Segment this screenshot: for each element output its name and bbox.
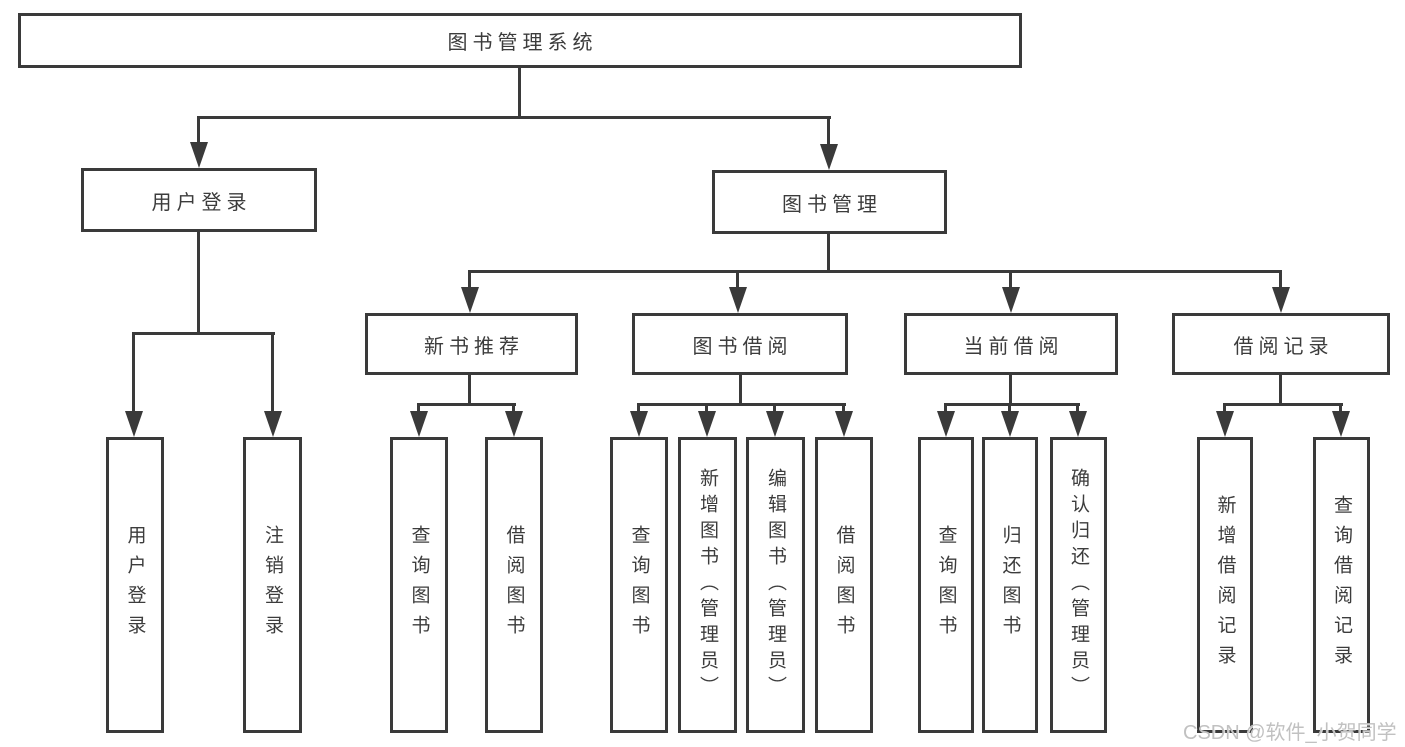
connector-line xyxy=(1339,403,1342,413)
connector-line xyxy=(1223,403,1226,413)
node-label: 查询借阅记录 xyxy=(1331,495,1352,675)
connector-line xyxy=(1008,403,1011,413)
leaf-borrow-books-recommend: 借阅图书 xyxy=(485,437,543,733)
node-label: 用户登录 xyxy=(151,191,252,214)
connector-line xyxy=(1279,375,1282,406)
node-label: 借阅图书 xyxy=(503,525,525,645)
connector-line xyxy=(271,332,274,413)
leaf-query-borrow-record: 查询借阅记录 xyxy=(1313,437,1370,733)
connector-line xyxy=(637,403,846,406)
node-new-book-recommendation: 新书推荐 xyxy=(365,313,578,375)
connector-line xyxy=(132,332,135,413)
connector-arrowhead xyxy=(190,142,208,168)
connector-line xyxy=(944,403,947,413)
connector-arrowhead xyxy=(820,144,838,170)
connector-arrowhead xyxy=(1332,411,1350,437)
node-label: 查询图书 xyxy=(628,525,650,645)
connector-line xyxy=(736,270,739,289)
connector-arrowhead xyxy=(630,411,648,437)
node-label: 借阅记录 xyxy=(1233,335,1334,358)
leaf-add-books-admin: 新增图书（管理员） xyxy=(678,437,737,733)
node-label: 归还图书 xyxy=(999,525,1021,645)
node-label: 借阅图书 xyxy=(833,525,855,645)
node-user-login: 用户登录 xyxy=(81,168,317,232)
leaf-borrow-books-borrowing: 借阅图书 xyxy=(815,437,873,733)
connector-arrowhead xyxy=(1216,411,1234,437)
leaf-query-books-borrowing: 查询图书 xyxy=(610,437,668,733)
node-library-management-system: 图书管理系统 xyxy=(18,13,1022,68)
node-book-borrowing: 图书借阅 xyxy=(632,313,848,375)
connector-line xyxy=(132,332,275,335)
connector-line xyxy=(468,270,471,289)
connector-line xyxy=(518,68,521,119)
connector-line xyxy=(842,403,845,413)
node-label: 查询图书 xyxy=(935,525,957,645)
connector-arrowhead xyxy=(1069,411,1087,437)
node-current-borrowing: 当前借阅 xyxy=(904,313,1118,375)
connector-line xyxy=(1223,403,1343,406)
connector-line xyxy=(773,403,776,413)
node-label: 图书管理系统 xyxy=(447,32,598,54)
leaf-query-books-current: 查询图书 xyxy=(918,437,974,733)
connector-line xyxy=(197,116,200,145)
connector-line xyxy=(197,116,831,119)
node-label: 图书借阅 xyxy=(692,335,793,358)
connector-line xyxy=(1009,270,1012,289)
connector-arrowhead xyxy=(125,411,143,437)
node-label: 确认归还（管理员） xyxy=(1068,468,1089,702)
connector-arrowhead xyxy=(461,287,479,313)
connector-line xyxy=(512,403,515,413)
leaf-user-login: 用户登录 xyxy=(106,437,164,733)
connector-arrowhead xyxy=(698,411,716,437)
connector-line xyxy=(827,116,830,147)
node-label: 新增图书（管理员） xyxy=(697,468,718,702)
connector-arrowhead xyxy=(410,411,428,437)
connector-arrowhead xyxy=(766,411,784,437)
node-book-management: 图书管理 xyxy=(712,170,947,234)
node-label: 图书管理 xyxy=(782,193,882,216)
connector-arrowhead xyxy=(264,411,282,437)
leaf-confirm-return-admin: 确认归还（管理员） xyxy=(1050,437,1107,733)
connector-arrowhead xyxy=(937,411,955,437)
connector-line xyxy=(705,403,708,413)
connector-arrowhead xyxy=(1001,411,1019,437)
node-label: 用户登录 xyxy=(124,525,146,645)
connector-line xyxy=(944,403,1080,406)
connector-line xyxy=(1279,270,1282,289)
connector-line xyxy=(1009,375,1012,406)
connector-arrowhead xyxy=(729,287,747,313)
leaf-logout: 注销登录 xyxy=(243,437,302,733)
node-label: 编辑图书（管理员） xyxy=(765,468,786,702)
leaf-return-books: 归还图书 xyxy=(982,437,1038,733)
connector-line xyxy=(468,270,1282,273)
node-label: 新增借阅记录 xyxy=(1214,495,1236,675)
watermark: CSDN @软件_小贺同学 xyxy=(1183,722,1397,744)
node-label: 当前借阅 xyxy=(963,335,1064,358)
connector-line xyxy=(417,403,516,406)
connector-arrowhead xyxy=(835,411,853,437)
node-label: 注销登录 xyxy=(262,525,283,645)
connector-line xyxy=(417,403,420,413)
node-borrowing-records: 借阅记录 xyxy=(1172,313,1390,375)
connector-line xyxy=(739,375,742,406)
connector-line xyxy=(827,234,830,273)
node-label: 新书推荐 xyxy=(424,335,524,358)
connector-arrowhead xyxy=(505,411,523,437)
connector-line xyxy=(637,403,640,413)
connector-line xyxy=(468,375,471,406)
connector-arrowhead xyxy=(1002,287,1020,313)
leaf-query-books-recommend: 查询图书 xyxy=(390,437,448,733)
leaf-add-borrow-record: 新增借阅记录 xyxy=(1197,437,1253,733)
connector-line xyxy=(1076,403,1079,413)
connector-line xyxy=(197,232,200,335)
leaf-edit-books-admin: 编辑图书（管理员） xyxy=(746,437,805,733)
node-label: 查询图书 xyxy=(408,525,430,645)
connector-arrowhead xyxy=(1272,287,1290,313)
